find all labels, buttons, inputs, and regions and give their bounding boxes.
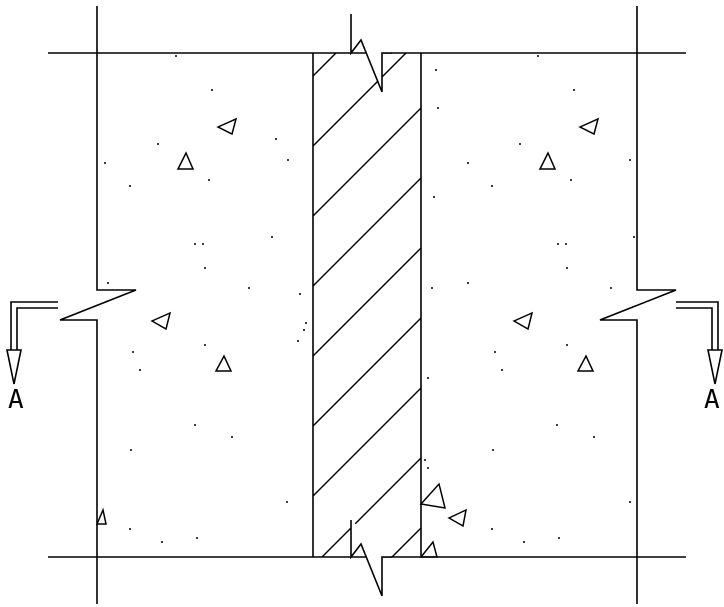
left-wall-edge-break: [59, 6, 137, 604]
core-top-break-line: [350, 14, 392, 93]
right-wall-edge-break: [599, 6, 677, 604]
core-bottom-break-line: [350, 520, 392, 597]
section-label-left: A: [8, 385, 24, 415]
section-marker-left: [6, 301, 58, 385]
aggregate-right: [419, 117, 600, 558]
aggregate-dots-left: [104, 55, 307, 543]
section-label-right: A: [704, 385, 720, 415]
aggregate-left: [95, 117, 238, 525]
section-marker-right: [676, 301, 723, 385]
aggregate-dots-right: [424, 55, 635, 543]
core-hatching: [313, 53, 421, 557]
